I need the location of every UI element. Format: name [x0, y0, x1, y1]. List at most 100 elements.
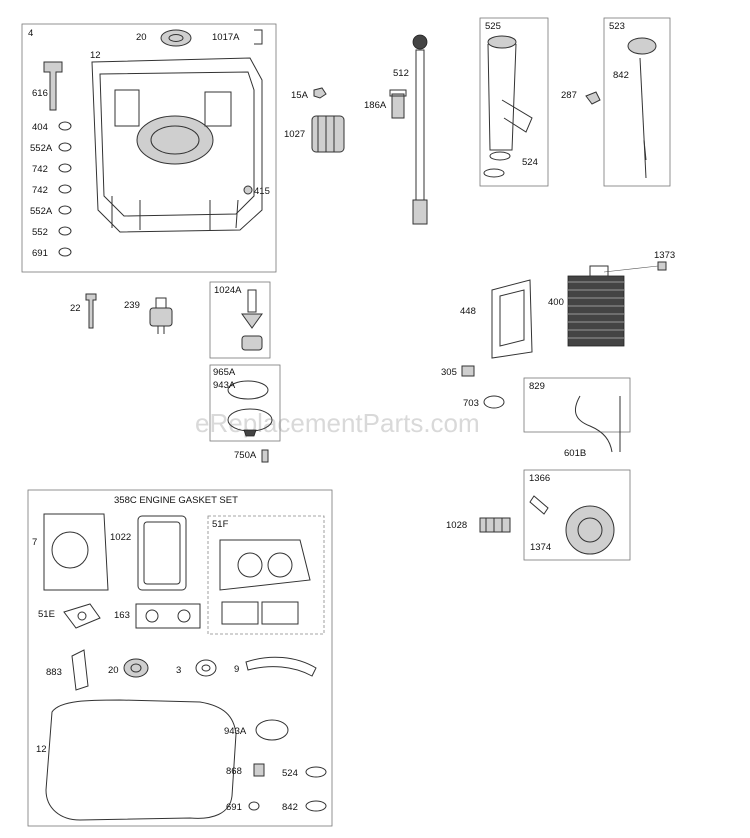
part-label: 12: [90, 50, 101, 61]
gasket-set-title: 358C ENGINE GASKET SET: [114, 495, 238, 506]
clip-1017a-icon: [254, 29, 263, 45]
box-label: 1024A: [214, 285, 242, 296]
part-label: 1028: [446, 520, 467, 531]
washer-stack-icon: [58, 121, 72, 257]
part-label: 943A: [224, 726, 247, 737]
part-label: 1373: [654, 250, 675, 261]
part-label: 20: [136, 32, 147, 43]
head-gasket-7-icon: [43, 513, 109, 591]
plug-415-icon: [243, 185, 253, 195]
box-51f: [207, 515, 325, 635]
part-label: 415: [254, 186, 270, 197]
part-label: 601B: [564, 448, 586, 459]
part-label: 15A: [291, 90, 309, 101]
filter-adapter-1374-icon: [529, 495, 615, 555]
hose-601b-icon: [574, 395, 621, 453]
fitting-186a-icon: [389, 89, 407, 119]
part-label: 448: [460, 306, 476, 317]
box-label: 965A: [213, 367, 236, 378]
part-label: 3: [176, 665, 181, 676]
part-label: 512: [393, 68, 409, 79]
box-label: 4: [28, 28, 33, 39]
switch-239-icon: [149, 297, 173, 334]
part-label: 750A: [234, 450, 257, 461]
part-label: 842: [282, 802, 298, 813]
washer-691-icon: [248, 801, 260, 811]
part-label: 703: [463, 398, 479, 409]
dipstick-tube-512-icon: [412, 34, 428, 225]
part-label: 22: [70, 303, 81, 314]
gasket-9-icon: [245, 656, 317, 677]
part-label: 7: [32, 537, 37, 548]
hose-box-829: [523, 377, 631, 433]
gasket-163-icon: [135, 603, 201, 629]
seal-20b-icon: [123, 658, 149, 678]
part-label: 163: [114, 610, 130, 621]
box-label: 1366: [529, 473, 550, 484]
part-label: 868: [226, 766, 242, 777]
nipple-1028-icon: [479, 517, 511, 533]
box-965a: [209, 364, 281, 442]
part-label: 239: [124, 300, 140, 311]
part-label: 552: [32, 227, 48, 238]
oring-524-icon: [305, 766, 327, 778]
box-label: 829: [529, 381, 545, 392]
part-label: 287: [561, 90, 577, 101]
part-label: 883: [46, 667, 62, 678]
bracket-448-icon: [491, 279, 533, 359]
part-label: 842: [613, 70, 629, 81]
part-label: 742: [32, 185, 48, 196]
part-label: 552A: [30, 143, 53, 154]
gasket-883-icon: [71, 649, 89, 691]
gasket-group-51f-icon: [219, 539, 311, 625]
box-1024a: [209, 281, 271, 359]
screw-305-icon: [461, 365, 475, 377]
gasket-set-box: [27, 489, 333, 827]
part-label: 552A: [30, 206, 53, 217]
nut-15a-icon: [313, 87, 327, 99]
part-label: 305: [441, 367, 457, 378]
bolt-616-icon: [43, 61, 63, 111]
part-label: 524: [522, 157, 538, 168]
fill-tube-525-icon: [483, 35, 533, 178]
crankcase-drawing: [91, 57, 263, 233]
oil-cooler-400-icon: [567, 265, 625, 347]
gasket-51e-icon: [63, 603, 101, 629]
screw-287-icon: [585, 91, 601, 105]
part-label: 1027: [284, 129, 305, 140]
seal-3-icon: [195, 659, 217, 677]
part-label: 691: [226, 802, 242, 813]
filter-box-1366: [523, 469, 631, 561]
gasket-943a-icon: [227, 380, 273, 437]
box-label: 51F: [212, 519, 229, 530]
bolt-1373-icon: [657, 261, 667, 271]
watermark-text: eReplacementParts.com: [195, 408, 480, 438]
part-label: 404: [32, 122, 48, 133]
part-label: 9: [234, 664, 239, 675]
oring-842-icon: [305, 800, 327, 812]
clamp-703-icon: [483, 395, 505, 409]
part-label: 616: [32, 88, 48, 99]
part-label: 400: [548, 297, 564, 308]
oring-943a-icon: [255, 719, 289, 741]
part-label: 1017A: [212, 32, 240, 43]
part-label: 943A: [213, 380, 236, 391]
valve-1024a-icon: [241, 289, 263, 351]
bolt-22-icon: [85, 293, 97, 329]
dipstick-box-523: [603, 17, 671, 187]
filter-1027-icon: [311, 115, 345, 153]
box-label: 523: [609, 21, 625, 32]
box-label: 525: [485, 21, 501, 32]
part-label: 1374: [530, 542, 551, 553]
seal-20-icon: [160, 29, 192, 47]
dipstick-523-icon: [627, 37, 657, 179]
screw-750a-icon: [261, 449, 269, 463]
part-label: 51E: [38, 609, 55, 620]
part-label: 1022: [110, 532, 131, 543]
cover-gasket-1022-icon: [137, 515, 187, 591]
tube-box-525: [479, 17, 549, 187]
plug-868-icon: [253, 763, 265, 777]
crankcase-box: [21, 23, 277, 273]
part-label: 742: [32, 164, 48, 175]
